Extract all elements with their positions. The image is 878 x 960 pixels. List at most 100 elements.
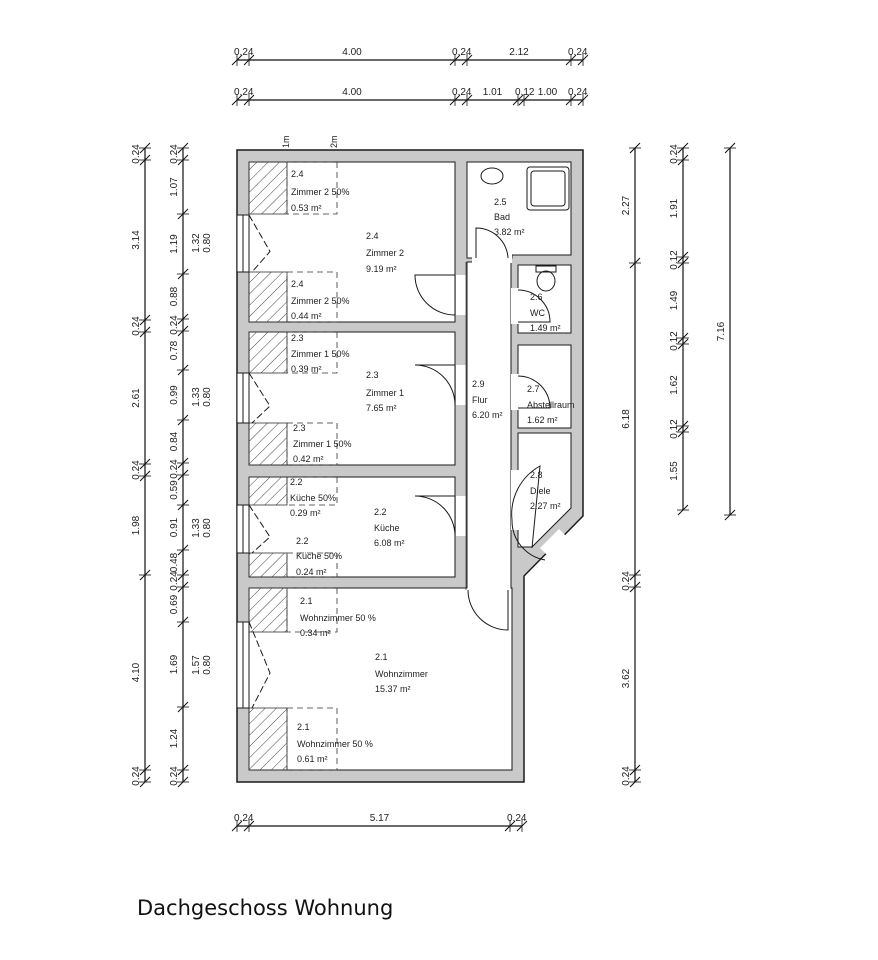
svg-text:Zimmer 2 50%: Zimmer 2 50%	[291, 187, 350, 197]
door-diele	[511, 465, 546, 561]
svg-text:2.6: 2.6	[530, 292, 543, 302]
svg-text:2.2: 2.2	[296, 536, 309, 546]
svg-text:2.5: 2.5	[494, 197, 507, 207]
dimension-label: 0.24	[234, 813, 254, 824]
headroom-outline	[286, 707, 338, 771]
sloped-areas	[236, 161, 338, 771]
sloped-area-hatch	[248, 161, 288, 215]
sloped-area-hatch	[248, 331, 288, 374]
svg-text:Diele: Diele	[530, 486, 551, 496]
svg-text:0.61 m²: 0.61 m²	[297, 754, 328, 764]
door-abstellraum	[517, 375, 551, 409]
window-dimension-label: 1.33	[191, 387, 202, 407]
dimension-label: 0.24	[452, 47, 472, 58]
svg-text:2.7: 2.7	[527, 384, 540, 394]
headroom-outline	[286, 331, 338, 374]
dimension-label: 1.49	[669, 290, 680, 310]
window-dimension-label: 0.80	[202, 655, 213, 675]
door-wohnzimmer	[467, 589, 509, 631]
sloped-area-hatch	[248, 552, 288, 578]
dimension-label: 4.00	[342, 47, 362, 58]
dimension-label: 0.24	[568, 47, 588, 58]
svg-text:15.37 m²: 15.37 m²	[375, 684, 411, 694]
svg-text:2.1: 2.1	[375, 652, 388, 662]
svg-text:Küche: Küche	[374, 523, 400, 533]
dimension-label: 1.55	[669, 461, 680, 481]
sloped-area-hatch	[248, 587, 288, 633]
dimension-label: 0.48	[169, 552, 180, 572]
svg-text:1.49 m²: 1.49 m²	[530, 323, 561, 333]
dimension-label: 0.12	[669, 250, 680, 270]
dimension-label: 2.27	[621, 195, 632, 215]
dimension-label: 0.69	[169, 594, 180, 614]
sloped-area-hatch	[248, 476, 288, 506]
headroom-outline	[286, 587, 338, 633]
dimension-label: 0.99	[169, 385, 180, 405]
dimension-label: 0.88	[169, 286, 180, 306]
dimension-label: 5.17	[370, 813, 390, 824]
dimension-label: 0.84	[169, 431, 180, 451]
dimension-label: 0.12	[669, 419, 680, 439]
svg-text:0.42 m²: 0.42 m²	[293, 454, 324, 464]
svg-text:Zimmer 1 50%: Zimmer 1 50%	[293, 439, 352, 449]
dimension-right-total: 7.16	[716, 142, 736, 521]
svg-text:2.2: 2.2	[374, 507, 387, 517]
dimension-label: 0.24	[169, 459, 180, 479]
dimension-label: 0.24	[621, 571, 632, 591]
sink-icon	[480, 167, 504, 185]
svg-text:Bad: Bad	[494, 212, 510, 222]
dimension-label: 3.62	[621, 668, 632, 688]
headroom-outline	[286, 422, 338, 466]
svg-text:Zimmer 2 50%: Zimmer 2 50%	[291, 296, 350, 306]
svg-text:0.34 m²: 0.34 m²	[300, 628, 331, 638]
dimension-label: 0.24	[131, 144, 142, 164]
svg-text:2.2: 2.2	[290, 477, 303, 487]
window-dimension-label: 1.32	[191, 233, 202, 253]
headroom-outline	[286, 552, 338, 578]
svg-text:2.3: 2.3	[293, 423, 306, 433]
dimension-label: 0.12	[669, 331, 680, 351]
svg-text:2.27 m²: 2.27 m²	[530, 501, 561, 511]
svg-text:Wohnzimmer 50 %: Wohnzimmer 50 %	[300, 613, 376, 623]
dimension-label: 0.24	[169, 571, 180, 591]
headroom-outline	[286, 271, 338, 323]
svg-text:Zimmer 1 50%: Zimmer 1 50%	[291, 349, 350, 359]
dimension-label: 0.24	[169, 766, 180, 786]
svg-text:WC: WC	[530, 308, 545, 318]
svg-text:Wohnzimmer 50 %: Wohnzimmer 50 %	[297, 739, 373, 749]
svg-text:2.4: 2.4	[291, 279, 304, 289]
svg-text:2.4: 2.4	[366, 231, 379, 241]
svg-text:7.65 m²: 7.65 m²	[366, 403, 397, 413]
sloped-area-hatch	[248, 271, 288, 323]
room-abstellraum	[517, 344, 572, 429]
dimension-label: 6.18	[621, 409, 632, 429]
svg-text:Küche 50%: Küche 50%	[296, 551, 342, 561]
dimension-label: 0.24	[169, 315, 180, 335]
doors	[414, 227, 551, 631]
svg-text:1.62 m²: 1.62 m²	[527, 415, 558, 425]
dimension-label: 0.24	[131, 316, 142, 336]
dimension-label: 1.98	[131, 515, 142, 535]
dimension-label: 0.24	[669, 144, 680, 164]
dimension-label: 0.24	[234, 47, 254, 58]
dimension-label: 0.24	[234, 87, 254, 98]
svg-text:6.20 m²: 6.20 m²	[472, 410, 503, 420]
dimension-label: 0.78	[169, 340, 180, 360]
svg-text:Abstellraum: Abstellraum	[527, 400, 575, 410]
window-dimension-label: 0.80	[202, 233, 213, 253]
walls	[236, 149, 584, 783]
toilet-icon	[535, 265, 557, 273]
